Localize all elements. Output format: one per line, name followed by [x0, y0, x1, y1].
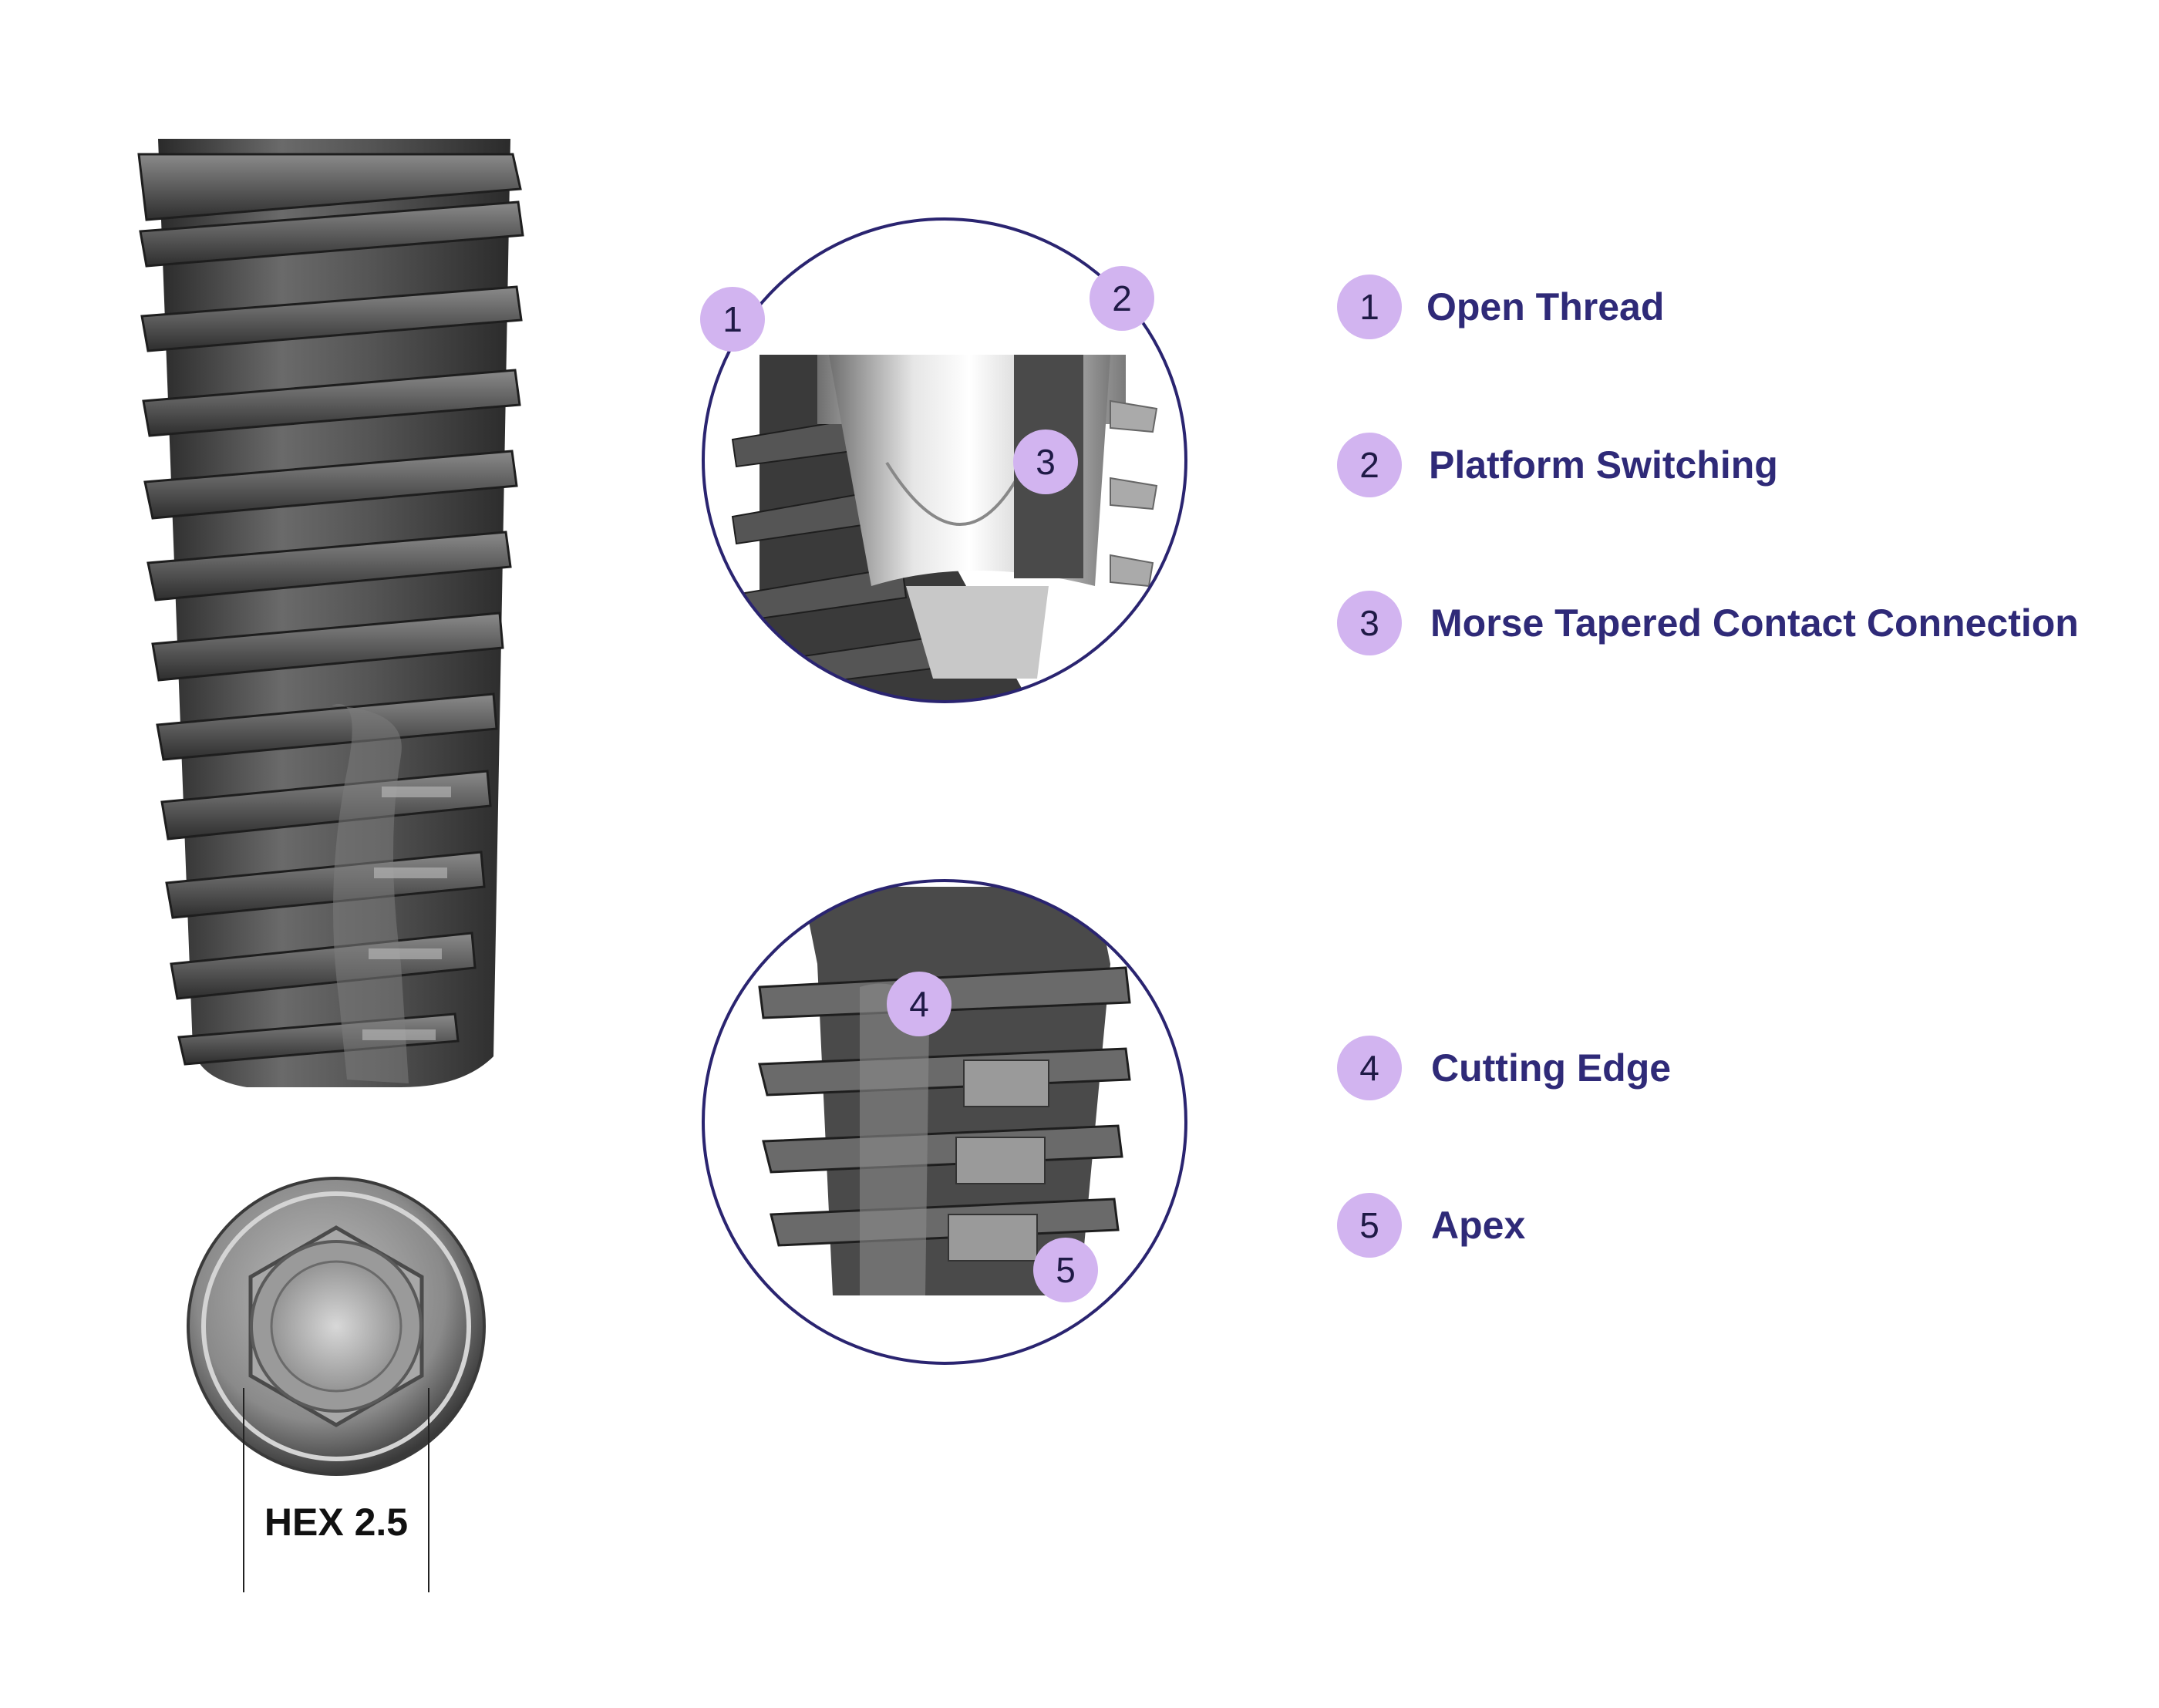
legend-badge-2: 2 [1337, 433, 1402, 497]
callout-badge-4: 4 [887, 972, 952, 1036]
legend-badge-5: 5 [1337, 1193, 1402, 1258]
callout-badge-3: 3 [1013, 430, 1078, 494]
callout-badge-5: 5 [1033, 1238, 1098, 1302]
legend-label-open-thread: Open Thread [1426, 285, 1665, 328]
top-detail-circle [702, 217, 1187, 703]
hex-size-label: HEX 2.5 [264, 1501, 409, 1544]
legend-badge-1: 1 [1337, 275, 1402, 339]
bottom-detail-circle [702, 879, 1187, 1365]
legend-badge-3: 3 [1337, 591, 1402, 655]
legend-label-apex: Apex [1431, 1204, 1526, 1247]
callout-badge-2: 2 [1090, 266, 1154, 331]
legend-badge-4: 4 [1337, 1036, 1402, 1100]
callout-badge-1: 1 [700, 287, 765, 352]
legend-label-platform-switching: Platform Switching [1429, 443, 1778, 487]
implant-body-image [137, 139, 524, 1087]
hex-top-view-image [187, 1177, 486, 1592]
legend-label-morse-taper: Morse Tapered Contact Connection [1430, 601, 2079, 645]
legend-label-cutting-edge: Cutting Edge [1431, 1046, 1672, 1090]
